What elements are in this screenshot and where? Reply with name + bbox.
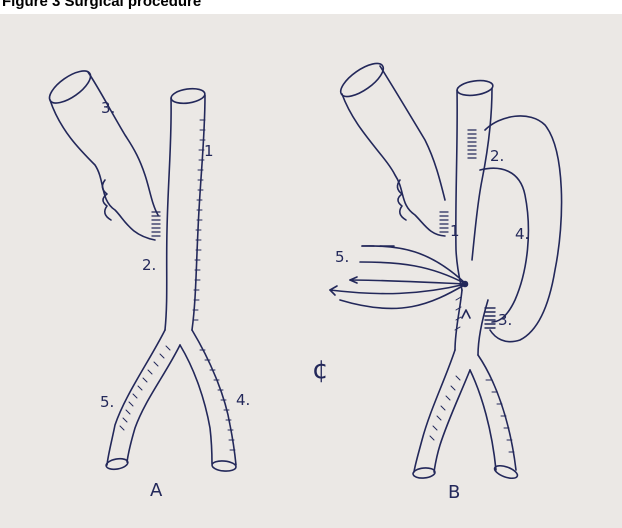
panel-b-arrow-3 (350, 280, 466, 284)
panel-a-label-4: 4. (236, 391, 250, 409)
panel-b-tube-right (472, 88, 492, 260)
panel-a-branch4-outer (192, 330, 236, 465)
panel-a-branch4-opening (212, 460, 237, 472)
panel-b-arrow-1 (362, 246, 466, 284)
panel-b-letter: B (448, 482, 460, 503)
panel-b-staple-3 (485, 308, 495, 328)
panel-b-junction-dot (463, 282, 468, 287)
panel-a-branch5-inner (127, 345, 180, 462)
panel-a-letter: A (150, 480, 163, 501)
panel-b-label-3: 3. (498, 311, 512, 329)
panel-b-branch-left-inner (434, 370, 470, 472)
panel-b-tube-opening (456, 79, 494, 98)
panel-b-staple-1 (440, 212, 448, 232)
panel-b-arrowhead-up (462, 310, 470, 318)
panel-a-hatch-4 (200, 350, 235, 450)
panel-b-branch-right-outer (478, 355, 516, 470)
panel-a-hatch-5 (120, 346, 170, 430)
panel-b-label-5: 5. (335, 248, 349, 266)
panel-b-drawing (330, 57, 562, 480)
panel-a-tube-opening (170, 87, 206, 106)
panel-b-label-1: 1 (450, 222, 460, 240)
panel-a-branch5-opening (105, 457, 128, 471)
panel-a-label-2: 2. (142, 256, 156, 274)
panel-b-pouch-opening (336, 57, 388, 102)
panel-b-hatch-right (486, 380, 514, 452)
panel-b-branch-left-outer (414, 350, 455, 472)
panel-a-pouch-outer (50, 100, 155, 240)
panel-b-pouch-outer (342, 94, 445, 236)
panel-a-branch4-inner (180, 345, 212, 464)
panel-b-pouch-inner (380, 66, 445, 200)
panel-b-arrow-4 (330, 284, 466, 294)
panel-b-branch-left-opening (413, 467, 436, 479)
panel-a-tube-left (165, 98, 171, 330)
panel-a-pouch-inner (88, 72, 158, 215)
center-mark: ¢ (312, 355, 329, 385)
panel-b-tube-left (456, 90, 462, 290)
panel-b-staple-2 (468, 130, 476, 158)
panel-b-loop-inner (480, 168, 528, 322)
panel-a-label-3: 3. (101, 99, 115, 117)
panel-b-label-2: 2. (490, 147, 504, 165)
panel-a-label-1: 1 (204, 142, 214, 160)
panel-b-branch-right-inner (470, 370, 496, 470)
panel-b-label-4: 4. (515, 225, 529, 243)
panel-a-label-5: 5. (100, 393, 114, 411)
panel-a-drawing (45, 65, 237, 472)
panel-a-staple-2 (152, 212, 160, 236)
